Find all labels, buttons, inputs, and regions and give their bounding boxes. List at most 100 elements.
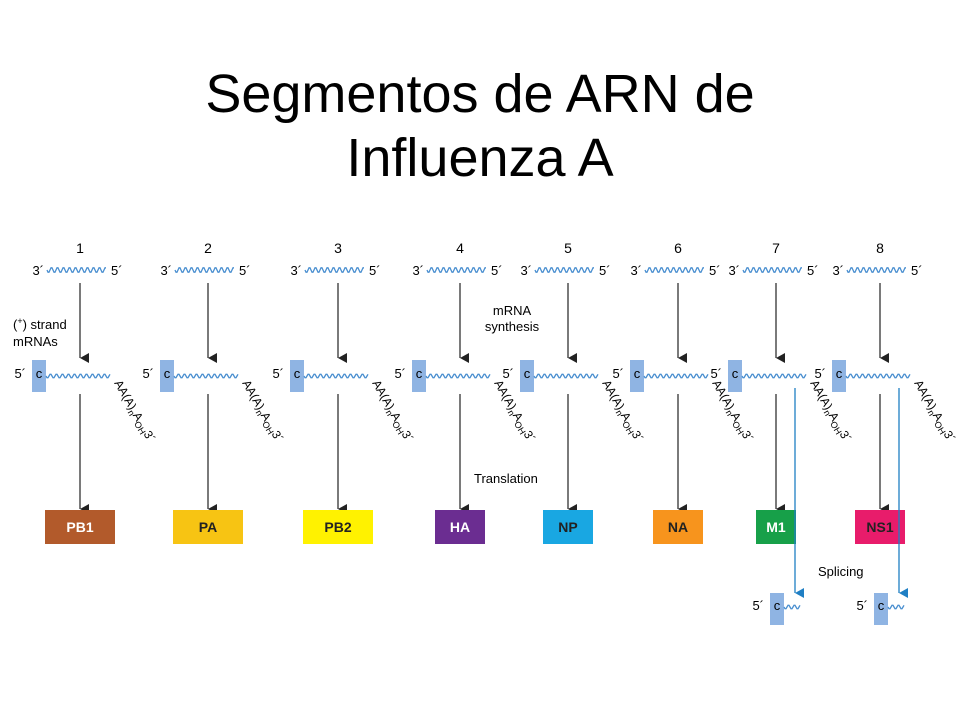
spliced-cap-box	[770, 593, 784, 625]
protein-box	[756, 510, 796, 544]
mrna-5-prime-label: 5´	[502, 366, 514, 381]
cap-label: c	[634, 366, 641, 381]
template-3-prime-label: 3´	[290, 263, 302, 278]
cap-box	[520, 360, 534, 392]
protein-label: M1	[766, 519, 786, 535]
template-rna-wave	[46, 267, 106, 273]
template-3-prime-label: 3´	[728, 263, 740, 278]
template-3-prime-label: 3´	[630, 263, 642, 278]
spliced-cap-label: c	[878, 598, 885, 613]
template-rna-wave	[644, 267, 704, 273]
segment-4: 43´5´5´cAA(A)nAOH3´HA	[394, 240, 538, 544]
segment-3: 3 3´ 5´ 5´ cAA(A)nAOH3´ PB2	[272, 240, 416, 544]
mrna-wave	[45, 373, 111, 379]
cap-label: c	[294, 366, 301, 381]
segment-5: 53´5´5´cAA(A)nAOH3´NP	[502, 240, 646, 544]
cap-box	[32, 360, 46, 392]
poly-a-tail: AA(A)nAOH3´	[238, 378, 286, 446]
protein-label: PB2	[324, 519, 351, 535]
template-rna-wave	[846, 267, 906, 273]
segment-number: 7	[772, 240, 780, 256]
cap-box	[832, 360, 846, 392]
mrna-5-prime-label: 5´	[814, 366, 826, 381]
cap-box	[630, 360, 644, 392]
protein-box	[173, 510, 243, 544]
template-rna-wave	[426, 267, 486, 273]
protein-box	[45, 510, 115, 544]
protein-box	[303, 510, 373, 544]
protein-box	[543, 510, 593, 544]
spliced-5-prime-label: 5´	[752, 598, 764, 613]
mrna-5-prime-label: 5´	[394, 366, 406, 381]
template-5-prime-label: 5´	[111, 263, 123, 278]
mrna-5-prime-label: 5´	[612, 366, 624, 381]
template-3-prime-label: 3´	[32, 263, 44, 278]
protein-label: NA	[668, 519, 688, 535]
template-3-prime-label: 3´	[832, 263, 844, 278]
slide-title-line-2: Influenza A	[346, 128, 614, 188]
spliced-cap-label: c	[774, 598, 781, 613]
cap-box	[412, 360, 426, 392]
segment-number: 2	[204, 240, 212, 256]
protein-label: HA	[450, 519, 470, 535]
poly-a-tail: AA(A)nAOH3´	[806, 378, 854, 446]
splicing-label: Splicing	[818, 564, 864, 579]
mrna-synthesis-label-line-1: mRNA	[493, 303, 532, 318]
protein-label: PB1	[66, 519, 93, 535]
template-rna-wave	[174, 267, 234, 273]
template-5-prime-label: 5´	[807, 263, 819, 278]
spliced-cap-box	[874, 593, 888, 625]
translation-label: Translation	[474, 471, 538, 486]
template-5-prime-label: 5´	[239, 263, 251, 278]
template-5-prime-label: 5´	[491, 263, 503, 278]
protein-box	[653, 510, 703, 544]
strand-label-line-1: (+) strand	[13, 316, 67, 332]
spliced-mrna-wave	[887, 604, 905, 610]
mrna-wave	[303, 373, 369, 379]
segment-number: 4	[456, 240, 464, 256]
segment-number: 6	[674, 240, 682, 256]
poly-a-tail: AA(A)nAOH3´	[110, 378, 158, 446]
mrna-wave	[173, 373, 239, 379]
mrna-5-prime-label: 5´	[272, 366, 284, 381]
mrna-wave	[643, 373, 709, 379]
protein-label: NS1	[866, 519, 893, 535]
segment-number: 5	[564, 240, 572, 256]
cap-box	[728, 360, 742, 392]
poly-a-tail-label: AA(A)nAOH3´	[910, 378, 958, 446]
spliced-5-prime-label: 5´	[856, 598, 868, 613]
mrna-wave	[741, 373, 807, 379]
cap-box	[160, 360, 174, 392]
template-5-prime-label: 5´	[369, 263, 381, 278]
template-rna-wave	[534, 267, 594, 273]
protein-box	[855, 510, 905, 544]
slide-title-line-1: Segmentos de ARN de	[205, 64, 755, 124]
cap-label: c	[164, 366, 171, 381]
segment-number: 3	[334, 240, 342, 256]
poly-a-tail-label: AA(A)nAOH3´	[368, 378, 416, 446]
protein-label: PA	[199, 519, 217, 535]
template-3-prime-label: 3´	[520, 263, 532, 278]
cap-label: c	[416, 366, 423, 381]
cap-label: c	[836, 366, 843, 381]
segment-number: 1	[76, 240, 84, 256]
mrna-wave	[533, 373, 599, 379]
poly-a-tail-label: AA(A)nAOH3´	[238, 378, 286, 446]
template-rna-wave	[304, 267, 364, 273]
cap-label: c	[36, 366, 43, 381]
poly-a-tail-label: AA(A)nAOH3´	[110, 378, 158, 446]
mrna-synthesis-label-line-2: synthesis	[485, 319, 540, 334]
mrna-5-prime-label: 5´	[142, 366, 154, 381]
poly-a-tail-label: AA(A)nAOH3´	[806, 378, 854, 446]
template-5-prime-label: 5´	[709, 263, 721, 278]
mrna-5-prime-label: 5´	[710, 366, 722, 381]
mrna-5-prime-label: 5´	[14, 366, 26, 381]
segment-number: 8	[876, 240, 884, 256]
segment-1: 1 3´ 5´ 5´ cAA(A)nAOH3´ PB1	[14, 240, 158, 544]
strand-label-line-2: mRNAs	[13, 334, 58, 349]
cap-box	[290, 360, 304, 392]
protein-box	[435, 510, 485, 544]
template-3-prime-label: 3´	[160, 263, 172, 278]
template-5-prime-label: 5´	[911, 263, 923, 278]
